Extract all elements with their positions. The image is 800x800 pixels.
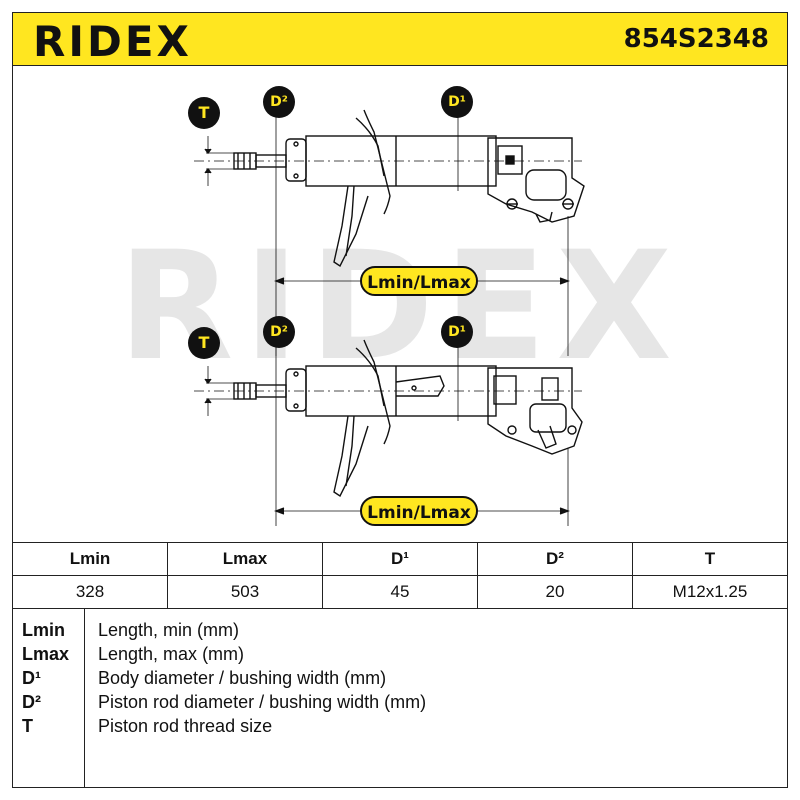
- rod-diameter-badge-top: D²: [263, 86, 295, 118]
- legend-item: Lmax Length, max (mm): [12, 644, 788, 668]
- drawing-frame: [12, 66, 788, 788]
- shock-absorber-drawing: [194, 109, 585, 526]
- legend-desc: Body diameter / bushing width (mm): [98, 668, 387, 688]
- legend: Lmin Length, min (mm) Lmax Length, max (…: [12, 608, 788, 788]
- header-lmin: Lmin: [12, 542, 168, 576]
- legend-divider: [84, 608, 85, 788]
- header-d1: D¹: [322, 542, 478, 576]
- part-number: 854S2348: [623, 24, 769, 54]
- spec-table: Lmin Lmax D¹ D² T 328 503 45 20 M12x1.25: [12, 542, 788, 609]
- length-label-top: Lmin/Lmax: [360, 266, 478, 296]
- value-t: M12x1.25: [632, 575, 788, 609]
- value-lmax: 503: [167, 575, 323, 609]
- brand-logo: RIDEX: [33, 17, 192, 66]
- spec-table-header: Lmin Lmax D¹ D² T: [12, 542, 788, 576]
- strut-top: [194, 109, 585, 356]
- legend-item: D² Piston rod diameter / bushing width (…: [12, 692, 788, 716]
- legend-key: D¹: [22, 668, 41, 688]
- thread-badge-top: T: [188, 97, 220, 129]
- body-diameter-badge-bottom: D¹: [441, 316, 473, 348]
- legend-item: D¹ Body diameter / bushing width (mm): [12, 668, 788, 692]
- legend-desc: Piston rod thread size: [98, 716, 273, 736]
- value-lmin: 328: [12, 575, 168, 609]
- header-d2: D²: [477, 542, 633, 576]
- legend-key: Lmax: [22, 644, 70, 664]
- legend-key: T: [22, 716, 33, 736]
- brand-watermark: RIDEX: [118, 220, 682, 394]
- header-bar: RIDEX 854S2348: [12, 12, 788, 66]
- thread-badge-bottom: T: [188, 327, 220, 359]
- legend-item: Lmin Length, min (mm): [12, 620, 788, 644]
- header-lmax: Lmax: [167, 542, 323, 576]
- legend-desc: Length, max (mm): [98, 644, 245, 664]
- value-d1: 45: [322, 575, 478, 609]
- value-d2: 20: [477, 575, 633, 609]
- legend-desc: Piston rod diameter / bushing width (mm): [98, 692, 427, 712]
- rod-diameter-badge-bottom: D²: [263, 316, 295, 348]
- strut-bottom: [194, 339, 583, 526]
- legend-key: D²: [22, 692, 41, 712]
- legend-desc: Length, min (mm): [98, 620, 240, 640]
- legend-key: Lmin: [22, 620, 65, 640]
- body-diameter-badge-top: D¹: [441, 86, 473, 118]
- spec-table-values: 328 503 45 20 M12x1.25: [12, 575, 788, 609]
- length-label-bottom: Lmin/Lmax: [360, 496, 478, 526]
- header-t: T: [632, 542, 788, 576]
- legend-item: T Piston rod thread size: [12, 716, 788, 740]
